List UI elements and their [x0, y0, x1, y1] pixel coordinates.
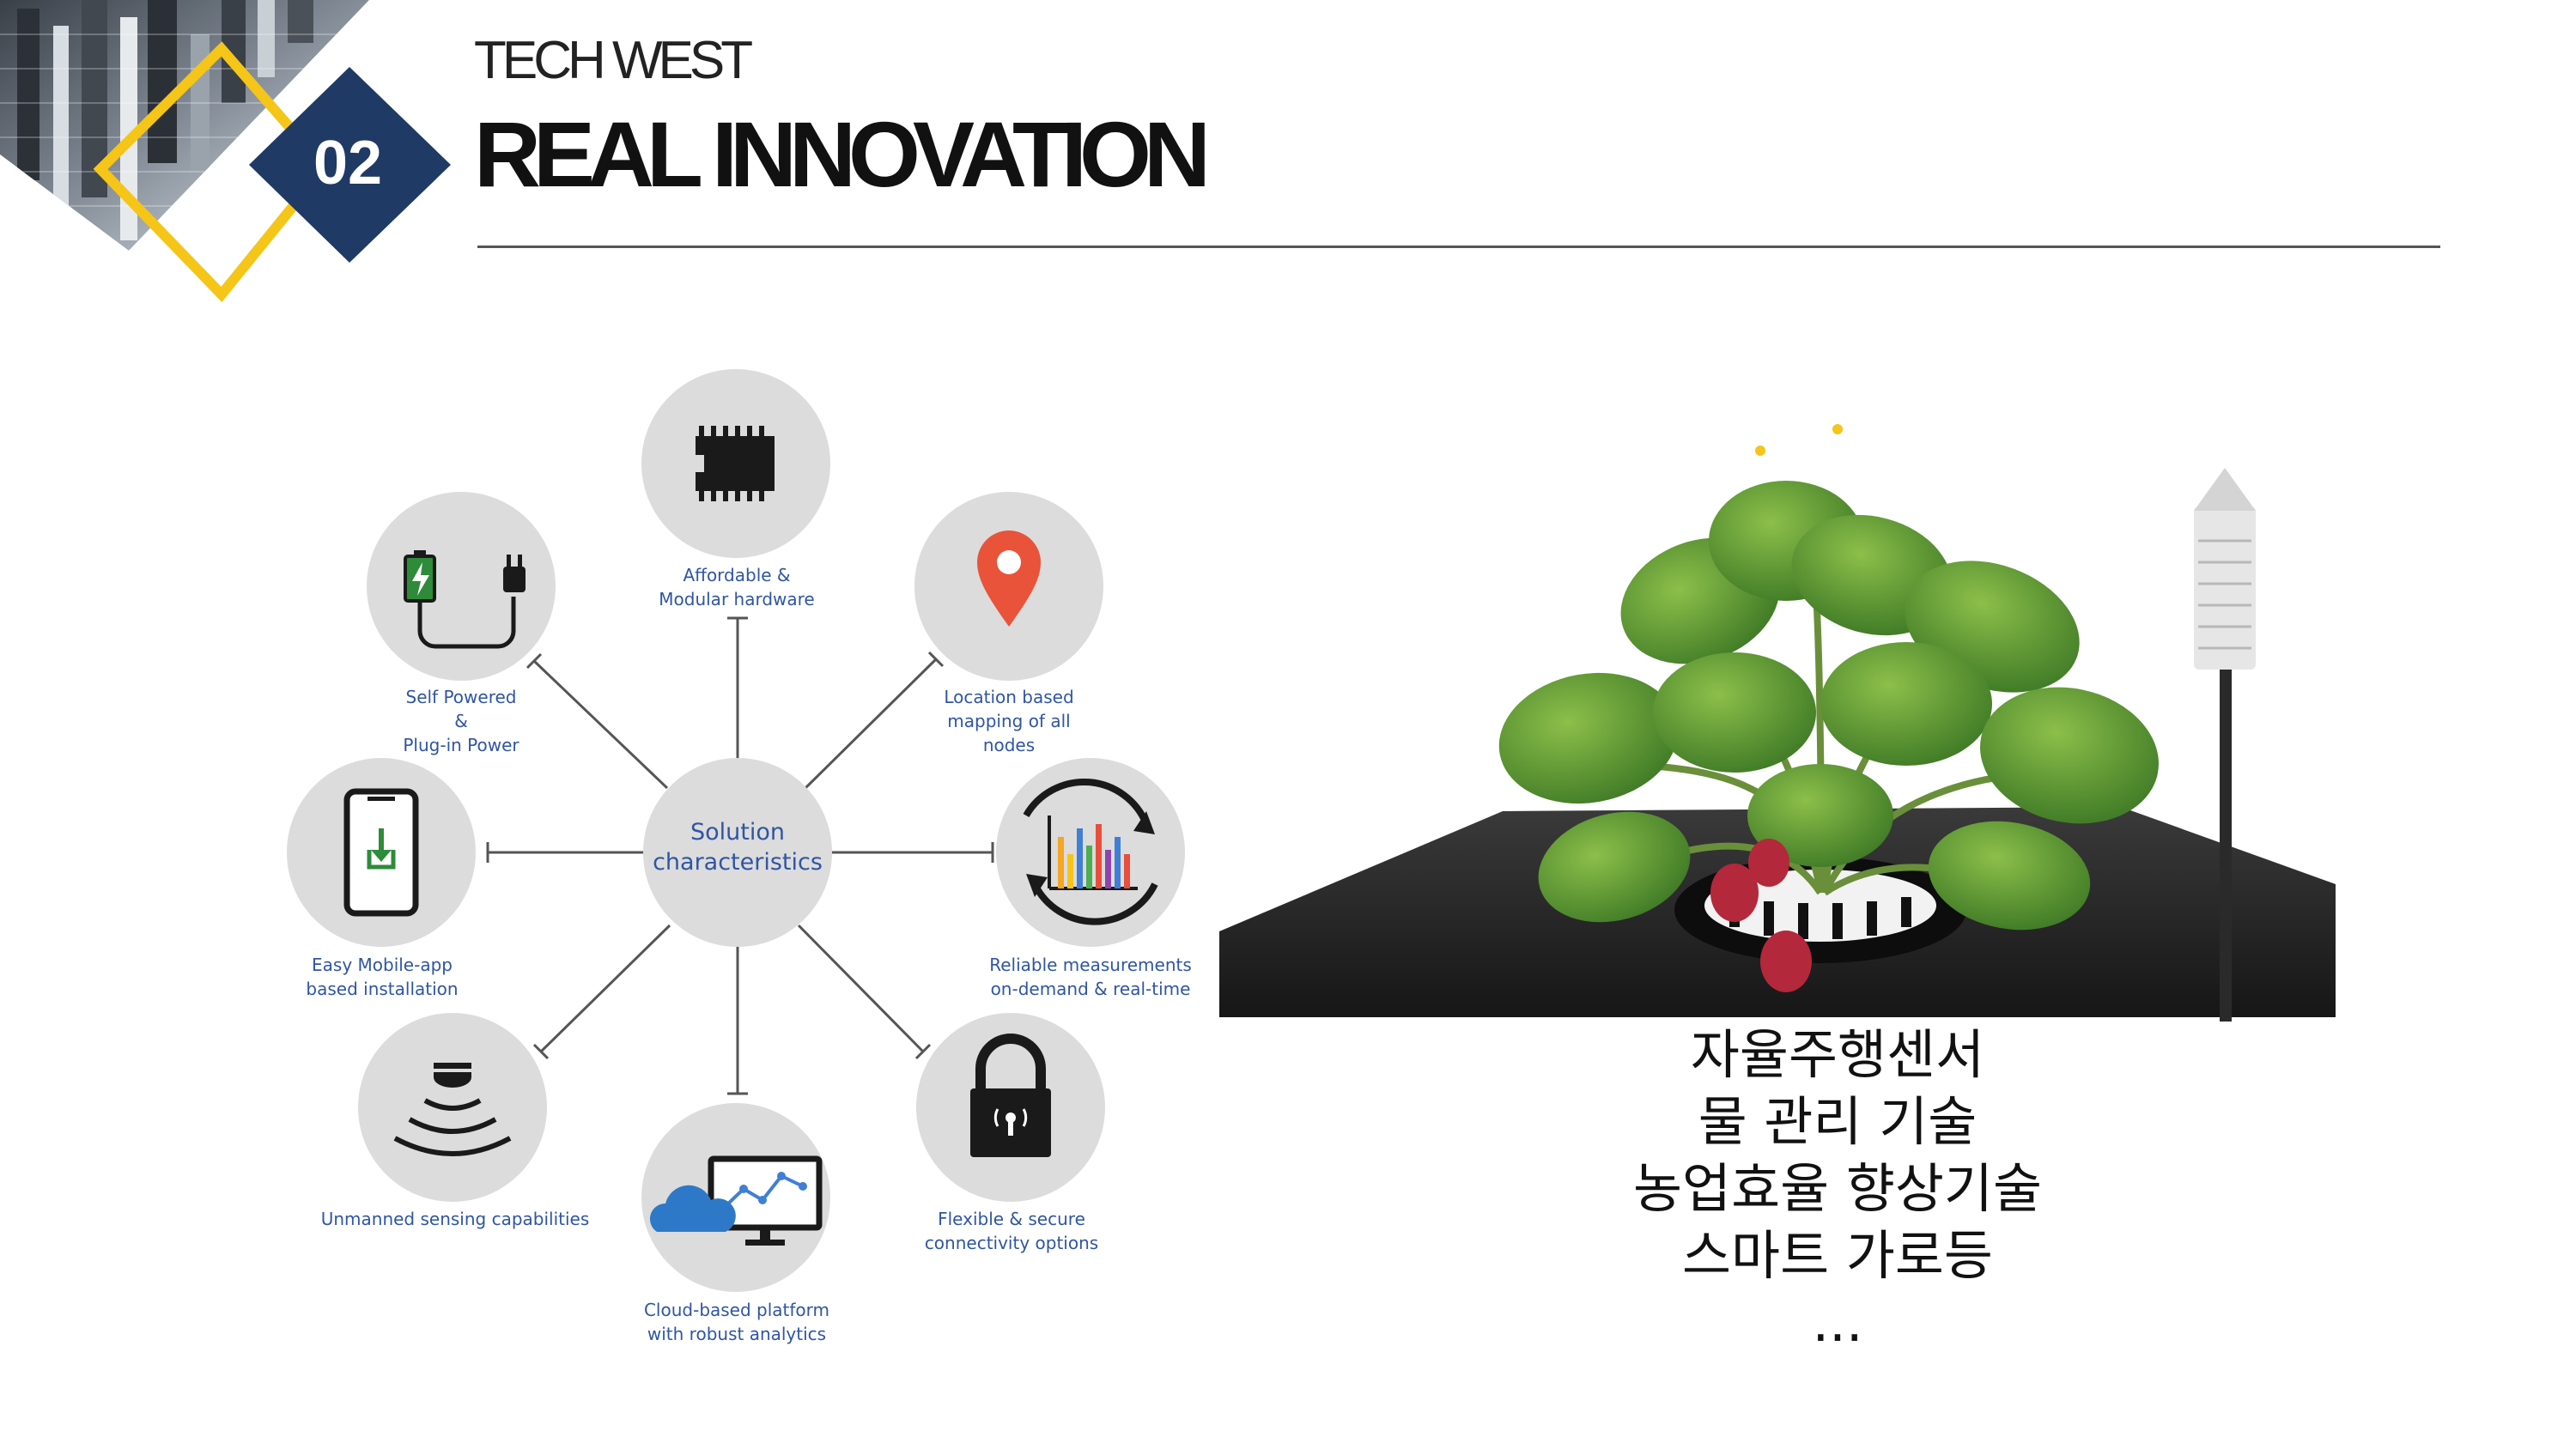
center-circle — [643, 758, 832, 947]
section-number: 02 — [313, 129, 383, 197]
node-circle-power — [367, 492, 556, 681]
diagram-center-label: Solution characteristics — [653, 819, 823, 876]
label-connectivity: Flexible & secure connectivity options — [924, 1209, 1099, 1253]
soil-sensor-device — [2194, 468, 2256, 1022]
diagram-connectors — [486, 616, 994, 1095]
label-measurements: Reliable measurements on-demand & real-t… — [989, 955, 1192, 999]
map-pin-icon — [977, 530, 1041, 627]
slide-title: REAL INNOVATION — [474, 102, 1211, 206]
label-location: Location based mapping of all nodes — [944, 687, 1074, 755]
solution-diagram — [287, 369, 1185, 1292]
chip-icon — [694, 426, 775, 501]
sensor-icon — [393, 1063, 512, 1156]
feature-list: 자율주행센서 물 관리 기술 농업효율 향상기술 스마트 가로등 ... — [1632, 1023, 2043, 1354]
phone-download-icon — [343, 788, 419, 917]
kicker-text: TECH WEST — [474, 31, 753, 90]
label-cloud: Cloud-based platform with robust analyti… — [643, 1300, 830, 1344]
city-skyline-image — [0, 0, 369, 251]
cloud-monitor-icon — [649, 1155, 823, 1246]
battery-plug-icon — [404, 550, 526, 649]
bar-chart-icon — [1023, 778, 1158, 925]
label-sensing: Unmanned sensing capabilities — [320, 1209, 590, 1229]
strawberry-plant — [1498, 415, 2159, 992]
label-power: Self Powered & Plug-in Power — [403, 687, 519, 755]
label-mobile: Easy Mobile-app based installation — [306, 955, 459, 999]
strawberry-sensor-photo — [1219, 415, 2336, 1022]
lock-icon — [970, 1034, 1051, 1157]
label-hardware: Affordable & Modular hardware — [659, 565, 815, 609]
section-emblem — [0, 0, 451, 303]
navy-diamond — [249, 67, 451, 263]
title-underline — [477, 246, 2440, 248]
